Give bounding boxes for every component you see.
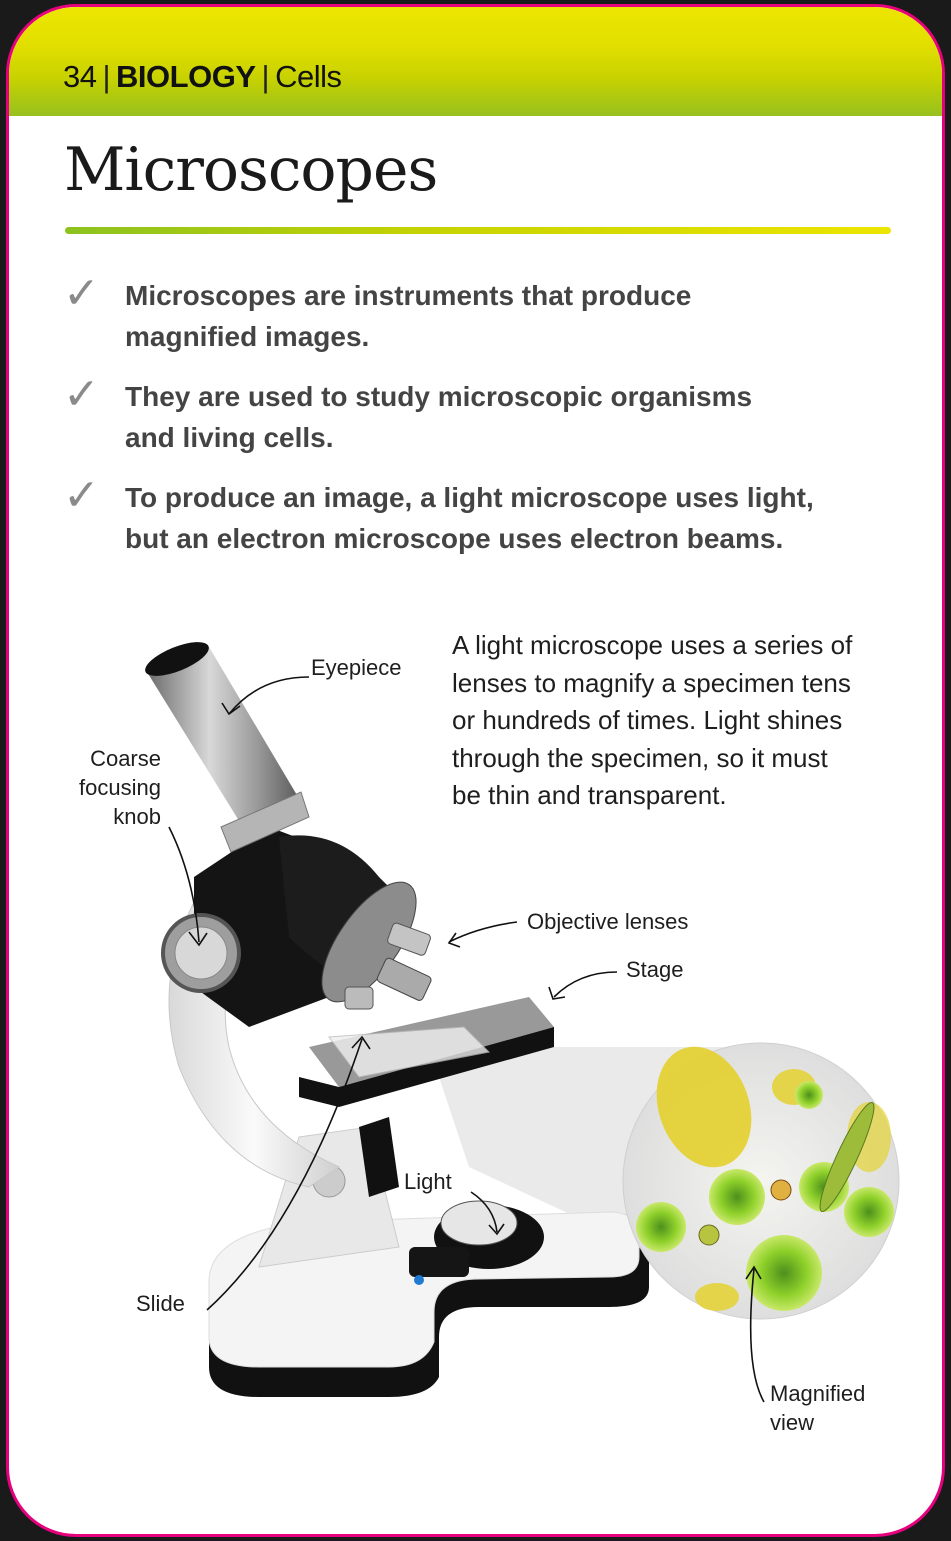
description-line: lenses to magnify a specimen tens: [452, 667, 851, 698]
microscope-illustration: [145, 642, 900, 1403]
label-objective-lenses: Objective lenses: [527, 909, 689, 934]
label-eyepiece: Eyepiece: [311, 655, 402, 680]
key-point-line: and living cells.: [125, 422, 334, 453]
label-slide: Slide: [136, 1291, 185, 1316]
subject: BIOLOGY: [116, 59, 256, 94]
breadcrumb: 34|BIOLOGY|Cells: [63, 59, 342, 95]
label-line: Magnified: [770, 1381, 866, 1406]
topic: Cells: [275, 59, 342, 94]
checkmark-icon: ✓: [63, 269, 100, 318]
separator: |: [261, 59, 270, 94]
description-paragraph: A light microscope uses a series of lens…: [452, 627, 912, 815]
microscope-figure: Eyepiece Coarse focusing knob Objective …: [9, 607, 942, 1534]
description-line: A light microscope uses a series of: [452, 630, 853, 660]
label-line: Coarse: [90, 746, 161, 771]
label-magnified-view: Magnified view: [770, 1379, 865, 1437]
checkmark-icon: ✓: [63, 471, 100, 520]
label-line: view: [770, 1410, 815, 1435]
label-line: focusing: [79, 775, 161, 800]
label-stage: Stage: [626, 957, 684, 982]
description-line: be thin and transparent.: [452, 780, 727, 810]
label-coarse-focusing-knob: Coarse focusing knob: [49, 744, 161, 831]
key-point-line: Microscopes are instruments that produce: [125, 280, 692, 311]
key-point-line: They are used to study microscopic organ…: [125, 381, 753, 412]
key-point: ✓ Microscopes are instruments that produ…: [59, 269, 879, 357]
page-number: 34: [63, 59, 97, 94]
key-point-line: To produce an image, a light microscope …: [125, 482, 814, 513]
checkmark-icon: ✓: [63, 370, 100, 419]
key-point-line: magnified images.: [125, 321, 370, 352]
label-line: knob: [113, 804, 161, 829]
key-points-list: ✓ Microscopes are instruments that produ…: [59, 269, 879, 578]
page-header: 34|BIOLOGY|Cells: [9, 7, 942, 116]
description-line: through the specimen, so it must: [452, 742, 828, 773]
title-underline: [65, 227, 891, 234]
key-point-line: but an electron microscope uses electron…: [125, 523, 784, 554]
page-title: Microscopes: [64, 135, 438, 205]
page-card: 34|BIOLOGY|Cells Microscopes ✓ Microscop…: [6, 4, 945, 1537]
key-point: ✓ They are used to study microscopic org…: [59, 370, 879, 458]
label-light: Light: [404, 1169, 452, 1194]
separator: |: [102, 59, 111, 94]
key-point: ✓ To produce an image, a light microscop…: [59, 471, 879, 559]
description-line: or hundreds of times. Light shines: [452, 705, 843, 735]
